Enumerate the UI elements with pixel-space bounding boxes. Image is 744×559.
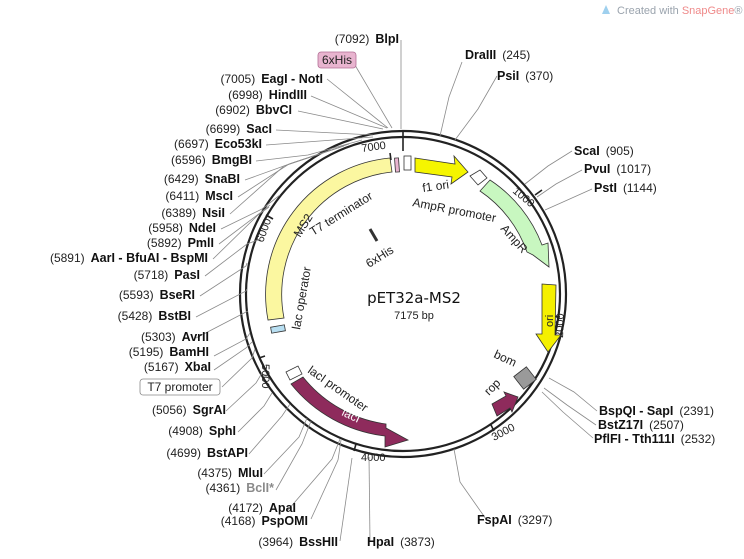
tick-label-3000: 3000	[490, 422, 517, 444]
site-draiii[interactable]: DraIII(245)	[465, 48, 530, 62]
tick-6000	[265, 214, 274, 220]
tick-5000	[258, 355, 266, 359]
site-avrii[interactable]: (5303)AvrII	[141, 330, 209, 344]
plasmid-name: pET32a-MS2	[367, 289, 461, 307]
t7-promoter-label: T7 promoter	[147, 380, 212, 394]
site-pvui[interactable]: PvuI(1017)	[584, 162, 651, 176]
ampr-promoter-feature[interactable]	[469, 169, 488, 186]
leader-lines	[195, 40, 598, 542]
site-psii[interactable]: PsiI(370)	[497, 69, 553, 83]
site-bseri[interactable]: (5593)BseRI	[119, 288, 195, 302]
site-bmgbi[interactable]: (6596)BmgBI	[171, 153, 252, 167]
site-hpai[interactable]: HpaI(3873)	[367, 535, 435, 549]
his-tag-feature[interactable]	[394, 157, 400, 173]
site-ndei[interactable]: (5958)NdeI	[148, 221, 216, 235]
site-mlui[interactable]: (4375)MluI	[197, 466, 263, 480]
lac-operator-feature[interactable]	[270, 324, 286, 334]
site-saci[interactable]: (6699)SacI	[206, 122, 272, 136]
bom-label: bom	[492, 347, 519, 370]
watermark: Created with SnapGene®	[602, 5, 743, 17]
site-pspomi[interactable]: (4168)PspOMI	[221, 514, 308, 528]
watermark-text: Created with SnapGene®	[617, 5, 743, 17]
tick-4000	[353, 443, 357, 452]
tick-label-5000: 5000	[259, 364, 271, 388]
his-inner-mark[interactable]	[368, 228, 379, 242]
site-scai[interactable]: ScaI(905)	[574, 144, 634, 158]
site-bbvci[interactable]: (6902)BbvCI	[215, 103, 292, 117]
site-blpi[interactable]: (7092)BlpI	[335, 32, 399, 46]
site-bsshii[interactable]: (3964)BssHII	[258, 535, 338, 549]
snapgene-logo-icon	[602, 5, 610, 14]
site-bcli[interactable]: (4361)BclI*	[206, 481, 275, 495]
site-sphi[interactable]: (4908)SphI	[168, 424, 236, 438]
tick-label-7000: 7000	[361, 140, 387, 155]
site-aari-bfuai-bspmi[interactable]: (5891)AarI - BfuAI - BspMI	[50, 251, 208, 265]
his-top-box[interactable]	[317, 51, 357, 69]
spacer-feature[interactable]	[403, 155, 412, 171]
site-hindiii[interactable]: (6998)HindIII	[228, 88, 307, 102]
plasmid-title: pET32a-MS2 7175 bp	[367, 289, 461, 322]
restriction-sites-left: (7092)BlpI (7005)EagI - NotI (6998)HindI…	[50, 32, 399, 549]
ms2-feature[interactable]	[265, 157, 393, 321]
site-bamhi[interactable]: (5195)BamHI	[129, 345, 209, 359]
site-fspai[interactable]: FspAI(3297)	[477, 513, 552, 527]
site-pflfi-tth111i[interactable]: PflFI - Tth111I(2532)	[594, 432, 715, 446]
restriction-sites-right: HpaI(3873) DraIII(245) PsiI(370) ScaI(90…	[367, 48, 715, 549]
plasmid-size: 7175 bp	[394, 310, 434, 322]
tick-1000	[534, 189, 543, 196]
ori-label: ori	[544, 315, 556, 327]
site-psti[interactable]: PstI(1144)	[594, 181, 657, 195]
tick-3000	[490, 424, 495, 432]
site-pmli[interactable]: (5892)PmlI	[147, 236, 214, 250]
f1-ori-label: f1 ori	[421, 177, 449, 195]
laci-arrow[interactable]	[290, 376, 410, 448]
his-top-label: 6xHis	[322, 53, 352, 67]
ori-arrow[interactable]	[535, 283, 562, 353]
site-bstapi[interactable]: (4699)BstAPI	[166, 446, 248, 460]
site-xbai[interactable]: (5167)XbaI	[144, 360, 211, 374]
f1-ori-arrow[interactable]	[414, 154, 469, 185]
ampr-promoter-label: AmpR promoter	[411, 195, 497, 225]
laci-promoter-feature[interactable]	[285, 365, 303, 381]
site-sgrai[interactable]: (5056)SgrAI	[152, 403, 226, 417]
site-msci[interactable]: (6411)MscI	[165, 189, 233, 203]
site-bstz17i[interactable]: BstZ17I(2507)	[598, 418, 684, 432]
site-bspqi-sapi[interactable]: BspQI - SapI(2391)	[599, 404, 714, 418]
site-eagi-noti[interactable]: (7005)EagI - NotI	[221, 72, 324, 86]
site-apai[interactable]: (4172)ApaI	[228, 501, 296, 515]
site-snabi[interactable]: (6429)SnaBI	[164, 172, 240, 186]
features	[265, 154, 562, 448]
site-nsii[interactable]: (6389)NsiI	[161, 206, 225, 220]
rop-arrow[interactable]	[491, 391, 519, 417]
tick-label-2000: 2000	[554, 313, 567, 338]
rop-label: rop	[481, 376, 503, 398]
t7-promoter-box[interactable]	[139, 378, 221, 396]
site-pasi[interactable]: (5718)PasI	[134, 268, 200, 282]
lac-operator-label: lac operator	[289, 266, 314, 331]
bom-feature[interactable]	[513, 366, 537, 390]
tick-7000	[389, 152, 392, 161]
tick-label-4000: 4000	[361, 452, 385, 464]
ampr-arrow[interactable]	[479, 179, 550, 268]
his-inner-label: 6xHis	[363, 243, 396, 271]
boxed-labels: 6xHis T7 promoter	[139, 51, 357, 396]
site-eco53ki[interactable]: (6697)Eco53kI	[174, 137, 262, 151]
site-bstbi[interactable]: (5428)BstBI	[118, 309, 191, 323]
